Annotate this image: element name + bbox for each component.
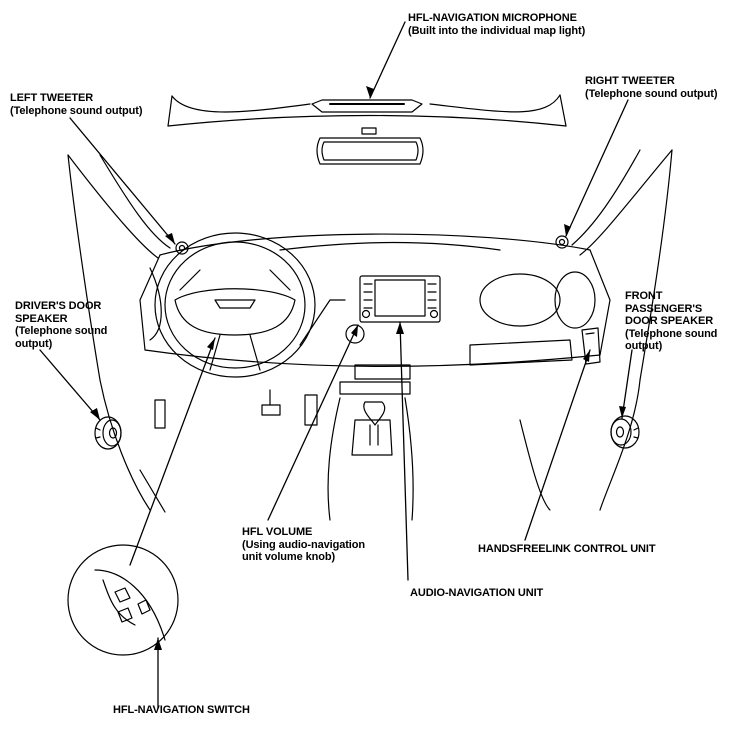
switch-title: HFL-NAVIGATION SWITCH	[113, 704, 250, 716]
passenger-door-speaker-line: (Telephone sound	[625, 327, 718, 340]
label-audio-navigation-unit: AUDIO-NAVIGATION UNIT	[410, 587, 543, 600]
microphone-title: HFL-NAVIGATION MICROPHONE	[408, 12, 577, 24]
floor-lines	[99, 379, 641, 513]
driver-door-speaker-line: output)	[15, 337, 53, 350]
control-unit-title: HANDSFREELINK CONTROL UNIT	[478, 543, 656, 555]
label-hfl-navigation-switch: HFL-NAVIGATION SWITCH	[113, 704, 250, 717]
audio-nav-unit-title: AUDIO-NAVIGATION UNIT	[410, 587, 544, 599]
leader-audio-nav-unit	[399, 321, 409, 581]
label-hfl-navigation-microphone: HFL-NAVIGATION MICROPHONE (Built into th…	[408, 12, 585, 37]
right-tweeter-note: (Telephone sound output)	[585, 87, 718, 100]
driver-door-speaker	[94, 416, 122, 450]
pedals	[154, 389, 318, 429]
right-tweeter	[555, 235, 569, 249]
label-handsfreelink-control-unit: HANDSFREELINK CONTROL UNIT	[478, 543, 656, 556]
passenger-door-speaker	[610, 415, 640, 449]
audio-navigation-unit	[345, 275, 441, 344]
roof-outline	[167, 94, 567, 127]
label-front-passenger-door-speaker: FRONT PASSENGER'S DOOR SPEAKER (Telephon…	[625, 290, 717, 353]
leader-passenger-door-speaker	[621, 349, 633, 419]
leader-lines	[39, 21, 633, 709]
handsfreelink-control-unit	[581, 327, 601, 365]
label-driver-door-speaker: DRIVER'S DOOR SPEAKER (Telephone sound o…	[15, 300, 107, 350]
rearview-mirror	[316, 137, 424, 165]
center-console	[327, 397, 414, 521]
arrowheads	[90, 86, 626, 650]
map-light-microphone	[311, 99, 423, 135]
leader-left-tweeter	[69, 117, 176, 245]
driver-door-speaker-line: SPEAKER	[15, 312, 68, 325]
hfl-switch-inset	[67, 544, 179, 656]
leader-microphone	[369, 21, 406, 99]
leader-switch-b	[129, 337, 216, 566]
hfl-volume-line: unit volume knob)	[242, 551, 336, 563]
left-tweeter-title: LEFT TWEETER	[10, 92, 94, 104]
leader-control-unit	[524, 349, 591, 541]
label-left-tweeter: LEFT TWEETER (Telephone sound output)	[10, 92, 143, 117]
label-right-tweeter: RIGHT TWEETER (Telephone sound output)	[585, 75, 718, 100]
right-tweeter-title: RIGHT TWEETER	[585, 75, 675, 87]
steering-wheel	[154, 232, 316, 378]
passenger-door-speaker-line: output)	[625, 340, 663, 352]
left-tweeter-note: (Telephone sound output)	[10, 104, 143, 117]
passenger-door-speaker-line: FRONT	[625, 290, 663, 302]
hfl-volume-line: (Using audio-navigation	[242, 538, 365, 551]
leader-right-tweeter	[565, 99, 629, 237]
leader-driver-door-speaker	[39, 349, 101, 421]
label-hfl-volume: HFL VOLUME (Using audio-navigation unit …	[242, 526, 365, 564]
a-pillars	[67, 149, 673, 381]
microphone-note: (Built into the individual map light)	[408, 24, 586, 37]
left-tweeter	[175, 241, 189, 255]
hfl-volume-line: HFL VOLUME	[242, 526, 313, 538]
passenger-door-speaker-line: DOOR SPEAKER	[625, 315, 714, 327]
driver-door-speaker-line: (Telephone sound	[15, 325, 108, 337]
driver-door-speaker-line: DRIVER'S DOOR	[15, 300, 102, 312]
passenger-door-speaker-line: PASSENGER'S	[625, 302, 703, 315]
leader-hfl-volume	[267, 324, 359, 521]
